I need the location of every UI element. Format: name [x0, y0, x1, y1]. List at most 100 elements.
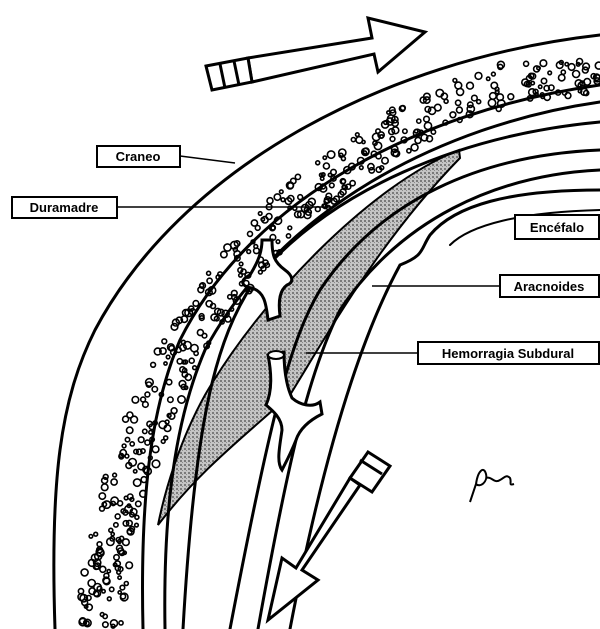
bone-granule [127, 427, 133, 433]
label-duramadre: Duramadre [12, 197, 117, 218]
svg-text:Aracnoides: Aracnoides [514, 279, 585, 294]
bone-granule [193, 366, 197, 370]
bone-granule [559, 75, 565, 81]
bone-granule [130, 442, 134, 446]
bone-granule [491, 82, 497, 88]
vein-cut-end [268, 351, 284, 359]
bone-granule [280, 190, 284, 194]
bone-granule [539, 85, 542, 88]
bone-granule [103, 622, 108, 627]
bone-granule [248, 231, 253, 236]
bone-granule [162, 339, 167, 344]
bone-granule [360, 166, 364, 170]
bone-granule [342, 185, 345, 188]
svg-text:Craneo: Craneo [116, 149, 161, 164]
bone-granule [411, 144, 418, 151]
bone-granule [247, 250, 251, 254]
bone-granule [330, 183, 335, 188]
bone-granule [548, 71, 552, 75]
bone-granule [475, 73, 482, 80]
bone-granule [131, 416, 138, 423]
bone-granule [498, 64, 503, 69]
bone-granule [118, 576, 121, 579]
bone-granule [540, 60, 547, 67]
bone-granule [145, 440, 150, 445]
bone-granule [472, 95, 478, 101]
bone-granule [424, 122, 431, 129]
bone-granule [110, 587, 114, 591]
bone-granule [286, 234, 290, 238]
bone-granule [115, 514, 120, 519]
label-aracnoides: Aracnoides [500, 275, 599, 297]
bone-granule [194, 351, 198, 355]
bone-granule [100, 506, 105, 511]
bone-granule [164, 436, 168, 440]
label-hemorragia-subdural: Hemorragia Subdural [418, 342, 599, 364]
bone-granule [207, 271, 211, 275]
bone-granule [119, 621, 123, 625]
bone-granule [152, 387, 157, 392]
bone-granule [565, 93, 571, 99]
bone-granule [435, 104, 442, 111]
bone-granule [544, 86, 549, 91]
bone-granule [323, 156, 326, 159]
bone-granule [450, 112, 456, 118]
bone-granule [123, 539, 130, 546]
bone-granule [81, 569, 88, 576]
bone-granule [107, 570, 110, 573]
bone-granule [407, 149, 411, 153]
bone-granule [127, 530, 132, 535]
artist-signature [470, 470, 514, 502]
bone-granule [403, 129, 407, 133]
bone-granule [565, 62, 568, 65]
craneo-leader [180, 156, 235, 163]
bone-granule [100, 613, 104, 617]
bone-granule [457, 107, 463, 113]
bone-granule [390, 137, 395, 142]
bone-granule [122, 444, 126, 448]
bone-granule [102, 590, 105, 593]
bone-granule [258, 212, 262, 216]
bone-granule [143, 402, 149, 408]
bone-granule [221, 251, 227, 257]
bone-granule [107, 597, 111, 601]
bone-granule [541, 78, 546, 83]
bone-granule [189, 358, 194, 363]
bone-granule [125, 437, 129, 441]
bone-granule [431, 130, 435, 134]
bone-granule [288, 226, 292, 230]
bone-granule [177, 359, 182, 364]
bone-granule [467, 82, 474, 89]
bone-granule [124, 496, 128, 500]
bone-granule [382, 158, 388, 164]
bone-granule [316, 161, 320, 165]
bone-granule [88, 580, 95, 587]
bone-granule [477, 100, 481, 104]
bone-granule [271, 226, 275, 230]
bone-granule [132, 397, 139, 404]
bone-granule [488, 99, 495, 106]
bone-granule [531, 81, 534, 84]
bone-granule [356, 133, 360, 137]
bone-granule [239, 262, 243, 266]
svg-text:Duramadre: Duramadre [30, 200, 99, 215]
bone-granule [166, 355, 170, 359]
bone-granule [561, 70, 565, 74]
bone-granule [578, 89, 581, 92]
bone-granule [417, 119, 421, 123]
bone-granule [151, 362, 156, 367]
bone-granule [340, 179, 345, 184]
bone-granule [368, 164, 374, 170]
bone-granule [166, 379, 171, 384]
bone-granule [143, 429, 147, 433]
bone-granule [415, 137, 421, 143]
bone-granule [152, 460, 160, 468]
bone-granule [568, 64, 575, 71]
bone-granule [145, 392, 150, 397]
bone-granule [124, 582, 128, 586]
bone-granule [327, 151, 334, 158]
bone-granule [134, 479, 141, 486]
label-craneo: Craneo [97, 146, 180, 167]
bone-granule [524, 61, 529, 66]
bone-granule [89, 535, 93, 539]
